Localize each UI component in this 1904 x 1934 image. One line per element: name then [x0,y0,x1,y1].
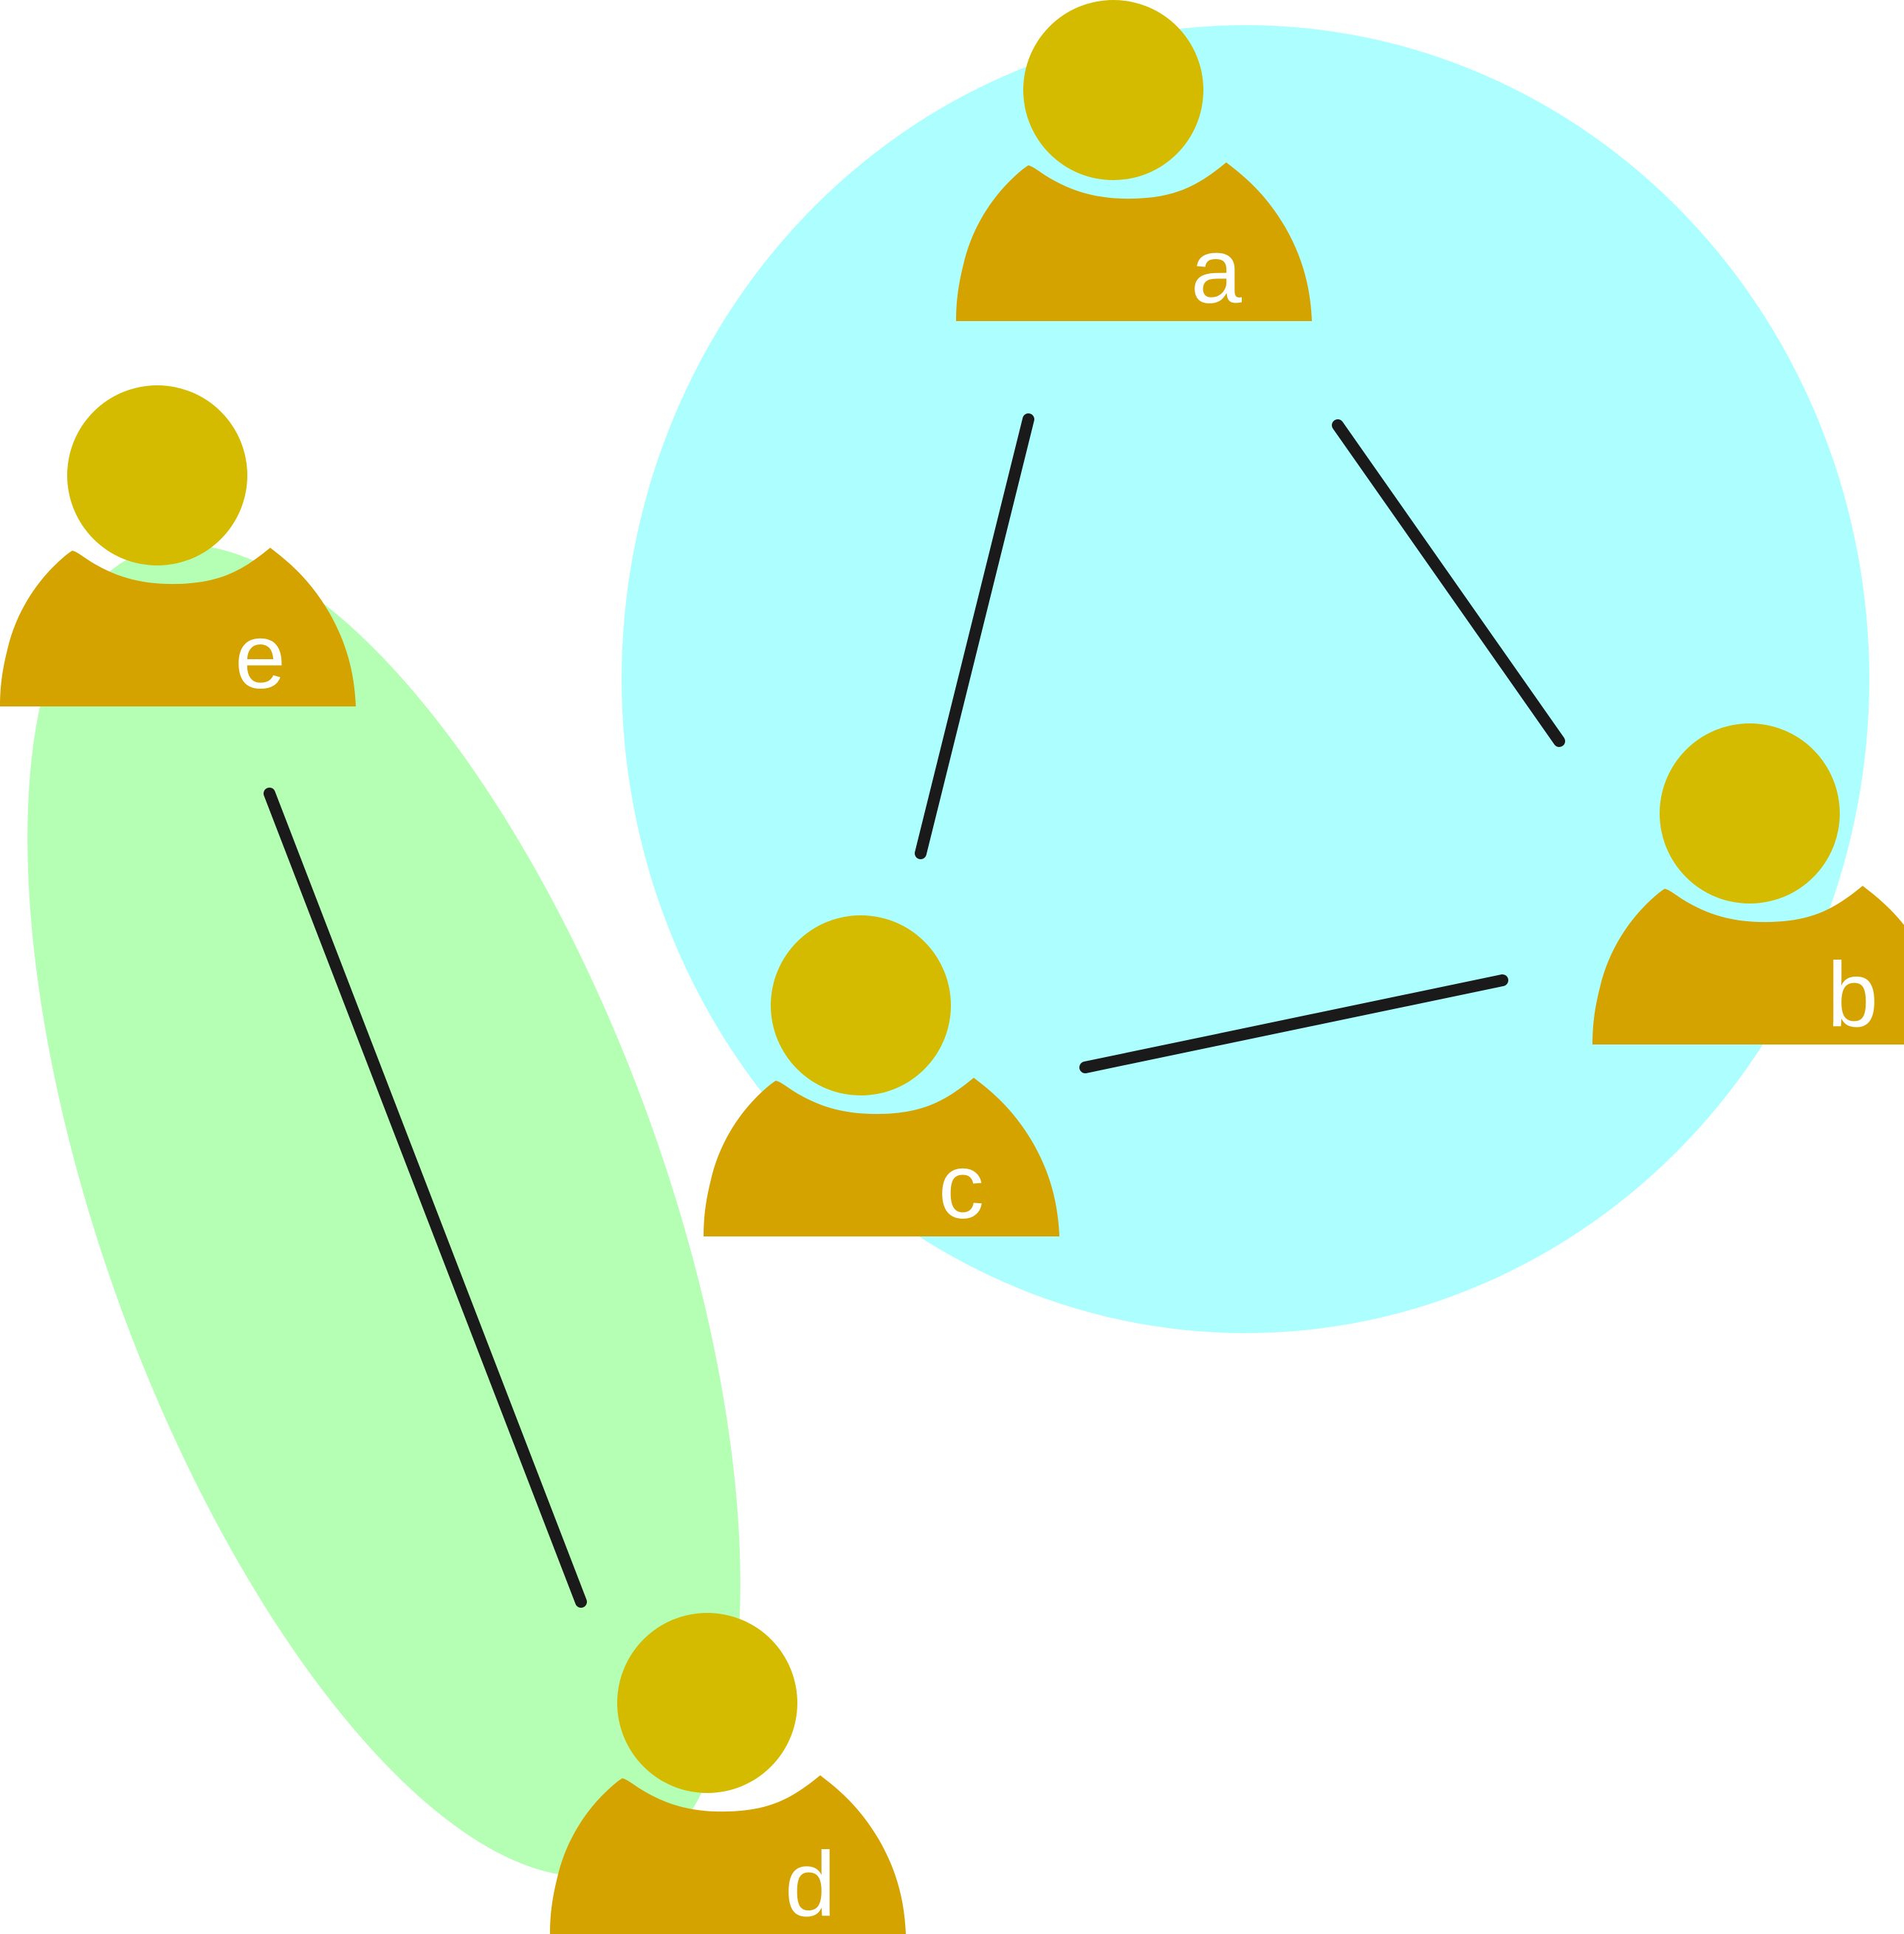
person-icon [1592,723,1904,1045]
person-body [956,162,1312,321]
person-body [550,1775,906,1934]
person-icon [704,915,1059,1236]
node-label-c: c [938,1136,984,1238]
person-icon [0,385,356,706]
edge-e-d [264,788,587,1608]
node-a: a [956,0,1312,323]
edge-a-c [915,413,1034,859]
node-e: e [0,385,356,708]
node-label-d: d [785,1834,836,1934]
node-d: d [550,1613,906,1934]
person-icon [956,0,1312,321]
person-body [704,1078,1059,1236]
node-label-a: a [1191,221,1242,323]
edges-layer [264,413,1565,1608]
person-body [1592,886,1904,1045]
person-head [771,915,951,1095]
person-head [1660,723,1840,904]
node-c: c [704,915,1059,1238]
node-label-b: b [1827,944,1878,1046]
person-head [617,1613,797,1793]
node-label-e: e [235,606,286,708]
edge-c-b [1079,974,1508,1073]
person-head [67,385,247,565]
edge-a-b [1332,419,1565,747]
person-body [0,548,356,706]
person-head [1023,0,1203,180]
node-b: b [1592,723,1904,1046]
person-icon [550,1613,906,1934]
